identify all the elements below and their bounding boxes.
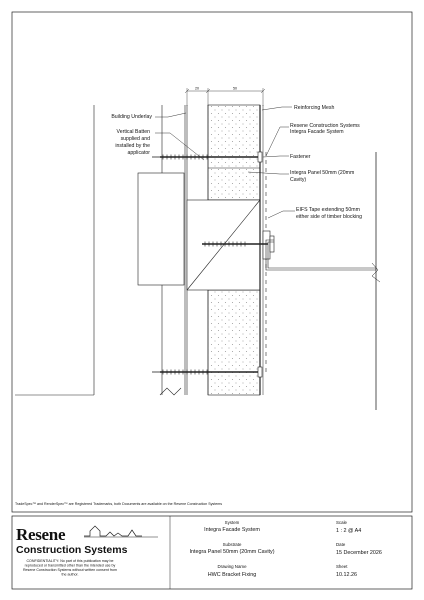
- scale-key: Scale: [336, 520, 348, 525]
- screw-top: [152, 151, 263, 163]
- label-resene-system: Resene Construction Systems Integra Faca…: [290, 123, 360, 135]
- label-integra-panel: Integra Panel 50mm (20mm Cavity): [290, 170, 354, 183]
- construction-detail: [15, 104, 381, 410]
- hwc-unit: [137, 172, 185, 286]
- title-block: Resene Construction Systems CONFIDENTIAL…: [11, 515, 413, 590]
- date-key: Date: [336, 542, 346, 547]
- reinforcing-mesh-dashes: [263, 150, 267, 375]
- scale-value: 1 : 2 @ A4: [336, 528, 361, 534]
- label-vertical-batten: Vertical Batten supplied and installed b…: [115, 129, 150, 156]
- svg-text:Resene Construction Systems wi: Resene Construction Systems without writ…: [23, 568, 117, 572]
- dim-cavity: 20: [195, 87, 199, 91]
- svg-text:Vertical Batten: Vertical Batten: [117, 129, 151, 135]
- substrate-key: Substrate: [223, 542, 242, 547]
- dim-panel: 50: [233, 87, 237, 91]
- svg-text:either side of timber blocking: either side of timber blocking: [296, 214, 362, 220]
- svg-text:applicator: applicator: [128, 150, 151, 156]
- dimension-lines: [184, 88, 266, 106]
- drawing-frame: [11, 11, 413, 513]
- svg-text:installed by the: installed by the: [115, 143, 150, 149]
- label-eifs-tape: EIFS Tape extending 50mm either side of …: [296, 207, 362, 220]
- confidentiality-note: CONFIDENTIALITY: No part of this publica…: [23, 559, 117, 577]
- drawing-name-key: Drawing Name: [217, 564, 247, 569]
- integra-panel-bottom: [207, 289, 261, 396]
- blocking-diagonal: [186, 199, 261, 291]
- label-fastener: Fastener: [290, 154, 311, 160]
- date-value: 15 December 2026: [336, 550, 382, 556]
- svg-text:CONFIDENTIALITY: No part of th: CONFIDENTIALITY: No part of this publica…: [26, 559, 113, 563]
- svg-text:reproduced or transmitted othe: reproduced or transmitted other than the…: [25, 564, 116, 568]
- svg-text:Construction Systems: Construction Systems: [16, 544, 128, 556]
- svg-text:the author.: the author.: [62, 573, 79, 577]
- svg-text:supplied and: supplied and: [121, 136, 151, 142]
- system-key: System: [225, 520, 240, 525]
- substrate-value: Integra Panel 50mm (20mm Cavity): [189, 549, 274, 555]
- svg-text:Cavity): Cavity): [290, 177, 306, 183]
- house-skyline-icon: [84, 525, 142, 537]
- screw-bottom: [152, 366, 263, 378]
- bottom-break: [159, 387, 182, 396]
- drawing-name-value: HWC Bracket Fixing: [208, 572, 257, 578]
- svg-text:Resene Construction Systems: Resene Construction Systems: [290, 123, 360, 129]
- sheet-key: Sheet: [336, 564, 348, 569]
- leaders: [155, 106, 295, 219]
- label-reinforcing-mesh: Reinforcing Mesh: [294, 105, 334, 111]
- trademark-note: TradeSpec™ and RenderSpec™ are Registere…: [15, 502, 222, 506]
- screw-middle: [202, 241, 268, 247]
- svg-text:Resene: Resene: [16, 525, 66, 544]
- hwc-bracket: [265, 239, 377, 271]
- resene-logo: Resene Construction Systems: [16, 525, 158, 556]
- label-building-underlay: Building Underlay: [111, 114, 152, 120]
- svg-text:EIFS Tape extending 50mm: EIFS Tape extending 50mm: [296, 207, 360, 213]
- svg-text:Integra Facade System: Integra Facade System: [290, 129, 344, 135]
- integra-panel-top: [207, 104, 261, 201]
- system-value: Integra Facade System: [204, 527, 260, 533]
- svg-text:Integra Panel 50mm (20mm: Integra Panel 50mm (20mm: [290, 170, 354, 176]
- sheet-value: 10.12.26: [336, 572, 357, 578]
- washer-plate: [262, 230, 271, 260]
- fasteners: [152, 151, 268, 378]
